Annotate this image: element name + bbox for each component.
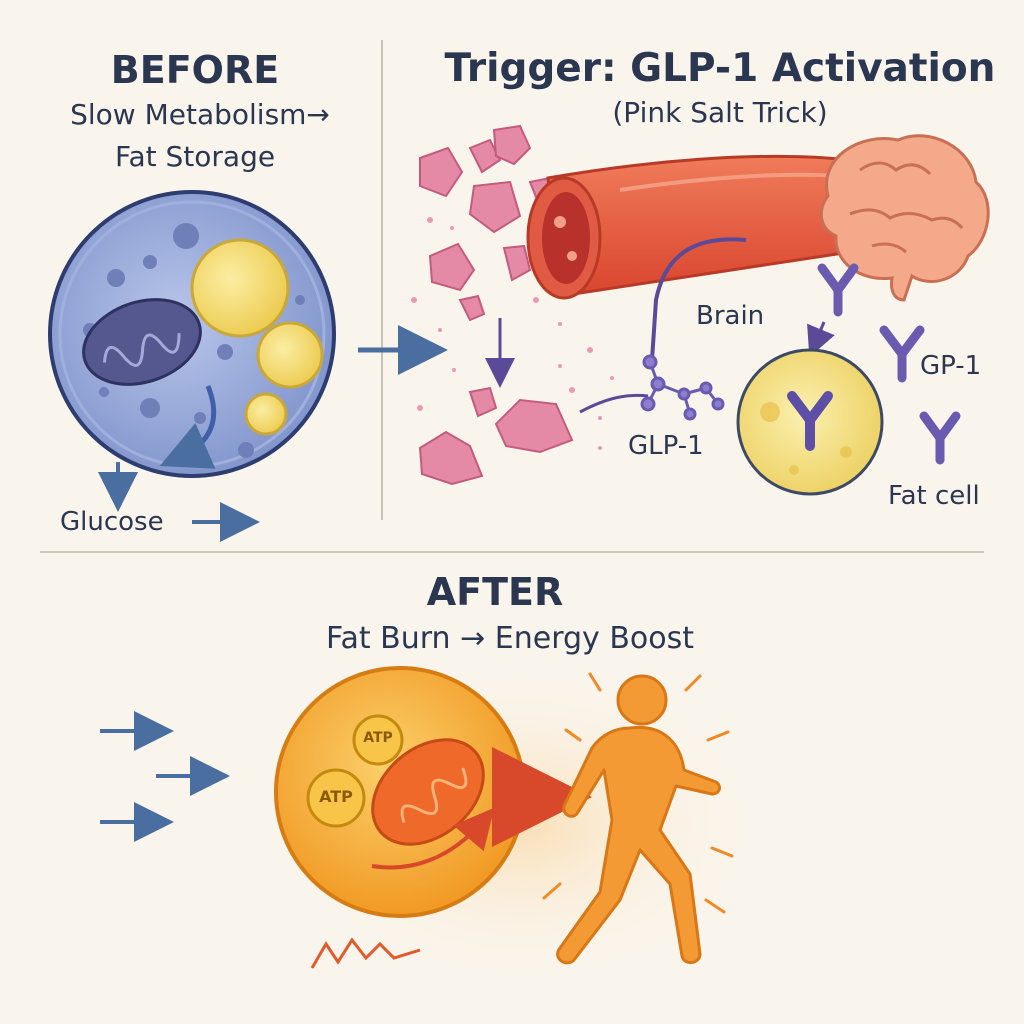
before-subtitle-line2: Fat Storage <box>114 140 276 173</box>
gp1-label: GP-1 <box>920 351 982 381</box>
glucose-label: Glucose <box>60 507 164 537</box>
glp1-label: GLP-1 <box>628 431 704 461</box>
after-title: AFTER <box>426 570 564 614</box>
atp-label-1: ATP <box>363 730 393 746</box>
trigger-title: Trigger: GLP-1 Activation <box>444 46 996 91</box>
mitochondria-icon <box>82 298 202 386</box>
before-subtitle-line1: Slow Metabolism→ <box>70 98 330 131</box>
trigger-subtitle: (Pink Salt Trick) <box>612 96 828 129</box>
runner-icon <box>556 674 721 965</box>
molecule-icon <box>640 354 725 421</box>
before-title: BEFORE <box>110 48 280 92</box>
motion-lines <box>542 672 734 914</box>
blood-vessel-icon <box>526 154 852 300</box>
fat-cell-label: Fat cell <box>888 481 980 511</box>
fat-droplet-icon <box>736 348 884 496</box>
atp-label-2: ATP <box>319 787 353 806</box>
salt-crystal-icon <box>418 124 574 486</box>
receptor-icon <box>817 263 961 465</box>
salt-particles <box>411 217 614 450</box>
fat-droplet-icon <box>190 238 324 436</box>
brain-icon <box>819 134 990 302</box>
after-subtitle: Fat Burn → Energy Boost <box>325 621 695 656</box>
brain-label: Brain <box>696 301 765 331</box>
atp-icon <box>306 714 404 828</box>
